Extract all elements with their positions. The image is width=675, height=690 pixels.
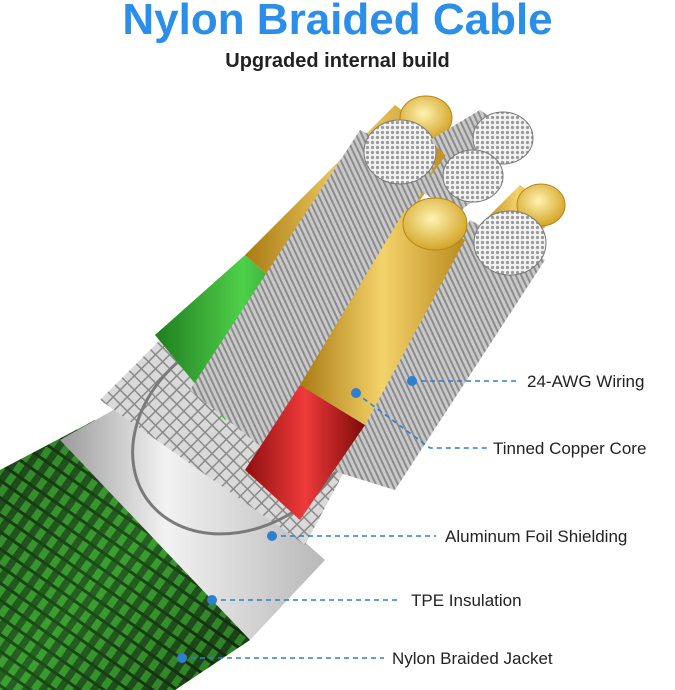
stranded-bundle-right: [330, 210, 547, 490]
page-title: Nylon Braided Cable: [122, 0, 553, 44]
callout-tpe-insulation: TPE Insulation: [411, 591, 522, 610]
callout-aluminum-foil-shielding: Aluminum Foil Shielding: [445, 527, 628, 546]
stranded-bundle-top-right: [420, 110, 534, 215]
callout-dots: [177, 376, 417, 663]
callout-nylon-braided-jacket: Nylon Braided Jacket: [392, 649, 553, 668]
tpe-insulation: [60, 395, 325, 640]
stranded-bundle-left: [190, 119, 437, 470]
red-wire: [245, 197, 468, 520]
page-subtitle: Upgraded internal build: [225, 50, 450, 72]
callout-tinned-copper-core: Tinned Copper Core: [493, 439, 647, 458]
callout-24-awg-wiring: 24-AWG Wiring: [527, 372, 645, 391]
callout-leaders: [182, 380, 520, 659]
nylon-braided-jacket: [0, 420, 250, 690]
